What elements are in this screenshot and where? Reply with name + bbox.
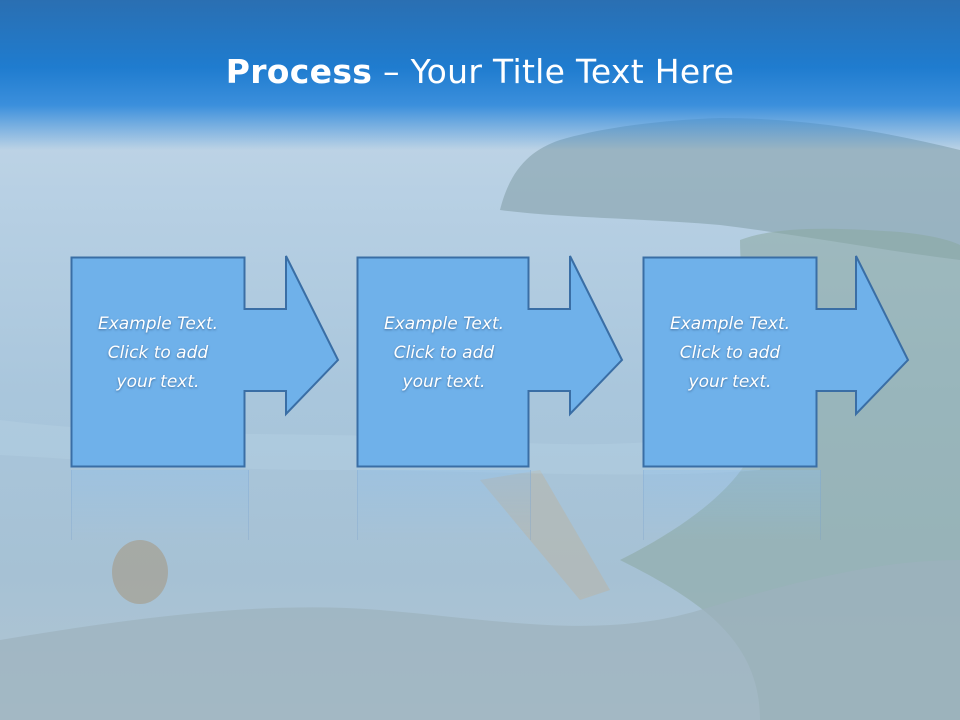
step-line-1: Example Text. bbox=[669, 314, 791, 334]
step-reflection-3 bbox=[643, 470, 821, 540]
slide-title[interactable]: Process – Your Title Text Here bbox=[0, 52, 960, 91]
pier bbox=[480, 470, 610, 600]
title-bold: Process bbox=[225, 52, 373, 91]
foreground-slope bbox=[0, 560, 960, 720]
step-text: Example Text. Click to add your text. bbox=[360, 310, 528, 397]
step-line-3: your text. bbox=[116, 372, 200, 392]
step-line-2: Click to add bbox=[679, 343, 781, 363]
step-shape bbox=[642, 255, 910, 468]
step-line-1: Example Text. bbox=[97, 314, 219, 334]
title-rest: – Your Title Text Here bbox=[372, 52, 735, 91]
step-line-3: your text. bbox=[402, 372, 486, 392]
step-shape bbox=[356, 255, 624, 468]
step-line-2: Click to add bbox=[107, 343, 209, 363]
step-line-1: Example Text. bbox=[383, 314, 505, 334]
step-shape bbox=[70, 255, 340, 468]
step-text: Example Text. Click to add your text. bbox=[646, 310, 814, 397]
step-text: Example Text. Click to add your text. bbox=[74, 310, 242, 397]
headland bbox=[500, 118, 960, 260]
process-step-3[interactable]: Example Text. Click to add your text. bbox=[642, 255, 910, 468]
rock bbox=[112, 540, 168, 604]
step-reflection-1 bbox=[71, 470, 249, 540]
step-line-3: your text. bbox=[688, 372, 772, 392]
step-reflection-2 bbox=[357, 470, 531, 540]
process-step-2[interactable]: Example Text. Click to add your text. bbox=[356, 255, 624, 468]
header-band bbox=[0, 0, 960, 150]
process-step-1[interactable]: Example Text. Click to add your text. bbox=[70, 255, 340, 468]
step-line-2: Click to add bbox=[393, 343, 495, 363]
